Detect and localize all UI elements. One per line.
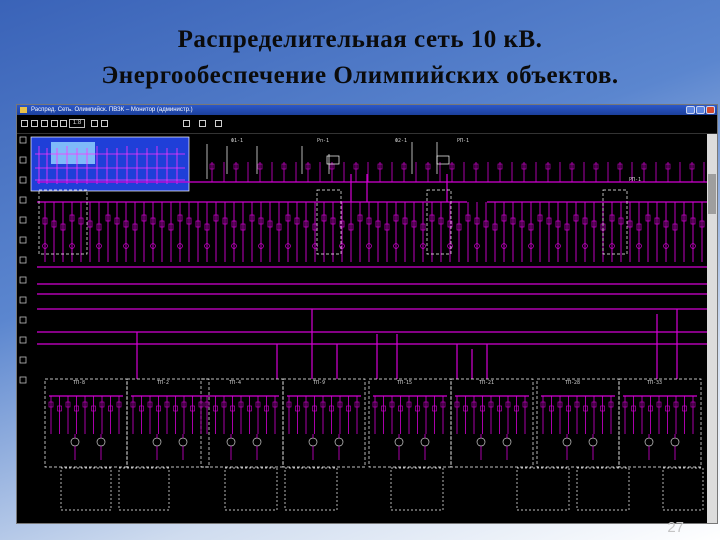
- slide-title: Распределительная сеть 10 кВ. Энергообес…: [0, 22, 720, 94]
- label-tp-e: ТП-15: [397, 380, 412, 386]
- label-tp-h: ТП-33: [647, 380, 662, 386]
- label-tp-d: ТП-9: [313, 380, 325, 386]
- section-frames: [38, 189, 702, 468]
- help-icon[interactable]: [215, 120, 222, 127]
- scada-window: Распред. Сеть. Олимпийск. ПВЗК – Монитор…: [16, 104, 718, 524]
- print-icon[interactable]: [41, 120, 48, 127]
- vertical-scrollbar[interactable]: [707, 134, 717, 523]
- slide-title-line2: Энергообеспечение Олимпийских объектов.: [101, 62, 619, 89]
- label-tp-b: ТП-2: [157, 380, 169, 386]
- zoom-in-icon[interactable]: [51, 120, 58, 127]
- lower-substations: [48, 395, 697, 460]
- substation-labels: ТП-8 ТП-2 ТП-4 ТП-9 ТП-15 ТП-21 ТП-28 ТП…: [73, 138, 662, 386]
- label-rp-b: Рп-1: [317, 138, 329, 144]
- middle-feeder-row: [42, 202, 705, 262]
- label-tp-f: ТП-21: [479, 380, 494, 386]
- top-panels: [206, 142, 450, 179]
- app-icon: [20, 107, 27, 113]
- schematic-canvas[interactable]: ТП-8 ТП-2 ТП-4 ТП-9 ТП-15 ТП-21 ТП-28 ТП…: [17, 134, 707, 523]
- scrollbar-thumb[interactable]: [708, 174, 716, 214]
- minimize-button[interactable]: [686, 106, 695, 114]
- window-titlebar: Распред. Сеть. Олимпийск. ПВЗК – Монитор…: [17, 105, 717, 115]
- label-rp-c: РП-1: [457, 138, 469, 144]
- label-f1: Ф1-1: [231, 138, 243, 144]
- zoom-level[interactable]: 1:8: [69, 119, 85, 128]
- maximize-button[interactable]: [696, 106, 705, 114]
- label-tp-g: ТП-28: [565, 380, 580, 386]
- label-f2: Ф2-1: [395, 138, 407, 144]
- page-number: 27: [667, 519, 684, 536]
- label-tp-c: ТП-4: [229, 380, 241, 386]
- close-button[interactable]: [706, 106, 715, 114]
- zoom-out-icon[interactable]: [60, 120, 67, 127]
- minimap[interactable]: [30, 136, 190, 192]
- bottom-transformer-boxes: [60, 467, 704, 511]
- pointer-icon[interactable]: [91, 120, 98, 127]
- save-icon[interactable]: [31, 120, 38, 127]
- open-icon[interactable]: [21, 120, 28, 127]
- label-rp-a: РП-1: [629, 177, 641, 183]
- window-title: Распред. Сеть. Олимпийск. ПВЗК – Монитор…: [31, 107, 193, 113]
- settings-icon[interactable]: [183, 120, 190, 127]
- slide-title-line1: Распределительная сеть 10 кВ.: [177, 26, 543, 53]
- bus-lines: [37, 174, 707, 379]
- refresh-icon[interactable]: [101, 120, 108, 127]
- measure-icon[interactable]: [199, 120, 206, 127]
- label-tp-a: ТП-8: [73, 380, 85, 386]
- toolbar: 1:8: [17, 115, 717, 134]
- left-tool-palette[interactable]: [19, 136, 27, 384]
